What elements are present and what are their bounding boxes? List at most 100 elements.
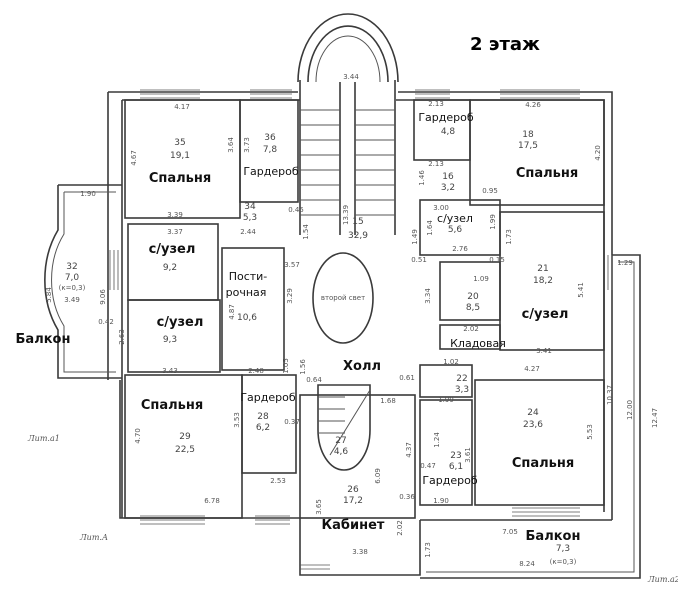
- dimension: 4.87: [228, 304, 236, 320]
- lit-label: Лит.а1: [27, 434, 60, 443]
- dimension: 1.09: [473, 275, 489, 283]
- dimension: 3.73: [243, 137, 251, 153]
- room-area: 4,8: [441, 127, 456, 137]
- room-area: 9,3: [163, 335, 177, 345]
- dimension: 2.48: [248, 367, 264, 375]
- room-label: с/узел: [437, 212, 473, 225]
- dimension: 2.13: [428, 100, 444, 108]
- dimension: 0.36: [399, 493, 415, 501]
- dimension: 3.57: [284, 261, 300, 269]
- room-number: 34: [244, 202, 256, 212]
- room-coef: (к=0,3): [550, 558, 577, 566]
- dimension: 1.90: [433, 497, 449, 505]
- room-area: 5,6: [448, 225, 463, 235]
- room-number: 32: [66, 262, 77, 272]
- dimension: 1.29: [617, 259, 633, 267]
- room-label: с/узел: [522, 307, 569, 322]
- room-number: 24: [527, 408, 539, 418]
- room-number: 29: [179, 432, 191, 442]
- dimension: 0.51: [411, 256, 427, 264]
- room-label: Кладовая: [450, 337, 506, 350]
- dimension: 1.02: [443, 358, 459, 366]
- room-area: 3,2: [441, 183, 455, 193]
- room-area: 17,5: [518, 141, 538, 151]
- dimension: 3.41: [536, 347, 552, 355]
- room-label: второй свет: [321, 294, 365, 302]
- dimension: 0.15: [489, 256, 505, 264]
- room-label: Гардероб: [243, 165, 299, 178]
- room-area: 8,5: [466, 303, 480, 313]
- room-label: Кабинет: [322, 518, 385, 533]
- second-light-void: [312, 252, 374, 344]
- dimension: 3.29: [286, 288, 294, 304]
- dimension: 3.65: [315, 499, 323, 515]
- dimension: 1.99: [438, 396, 454, 404]
- dimension: 2.02: [396, 520, 404, 536]
- room-area: 7,0: [65, 273, 80, 283]
- dimension: 2.53: [270, 477, 286, 485]
- dimension: 3.64: [227, 137, 235, 153]
- room-area: 23,6: [523, 420, 543, 430]
- dimension: 1.24: [433, 432, 441, 448]
- dimension: 1.56: [299, 359, 307, 375]
- room-label: Спальня: [516, 166, 578, 181]
- dimension: 3.44: [343, 73, 359, 81]
- room-label: с/узел: [157, 315, 204, 330]
- room-number: 26: [347, 485, 359, 495]
- room-label: Спальня: [512, 456, 574, 471]
- dimension: 0.64: [306, 376, 322, 384]
- room-coef: (к=0,3): [59, 284, 86, 292]
- room-number: 18: [522, 130, 534, 140]
- dimension: 3.43: [162, 367, 178, 375]
- dimension: 0.47: [420, 462, 436, 470]
- dimension: 4.17: [174, 103, 190, 111]
- dimension: 2.13: [428, 160, 444, 168]
- dimension: 6.78: [204, 497, 220, 505]
- dimension: 3.53: [233, 412, 241, 428]
- dimension: 3.61: [464, 447, 472, 463]
- dimension: 9.06: [99, 289, 107, 305]
- dimension: 12.47: [651, 408, 659, 428]
- dimension: 1.64: [426, 220, 434, 236]
- dimension: 5.41: [577, 282, 585, 298]
- dimension: 10.37: [606, 385, 614, 405]
- dimension: 7.05: [502, 528, 518, 536]
- room-area: 5,3: [243, 213, 257, 223]
- room-number: 23: [450, 451, 461, 461]
- dimension: 1.68: [380, 397, 396, 405]
- dimension: 4.20: [594, 145, 602, 161]
- room-area: 18,2: [533, 276, 553, 286]
- room-area: 6,2: [256, 423, 270, 433]
- room-label: Гардероб: [240, 391, 296, 404]
- room-area: 4,6: [334, 447, 349, 457]
- dimension: 1.99: [489, 214, 497, 230]
- dimension: 2.76: [452, 245, 468, 253]
- dimension: 3.34: [424, 288, 432, 304]
- dimension: 3.49: [64, 296, 80, 304]
- dimension: 0.45: [288, 206, 304, 214]
- walls: [44, 13, 641, 579]
- dimension: 4.26: [525, 101, 541, 109]
- dimension: 0.61: [399, 374, 415, 382]
- dimension: 5.84: [45, 287, 53, 303]
- room-number: 15: [352, 217, 363, 227]
- dimension: 1.90: [80, 190, 96, 198]
- room-area: 32,9: [348, 231, 368, 241]
- dimension: 3.37: [167, 228, 183, 236]
- dimension: 12.00: [626, 400, 634, 420]
- room-label: рочная: [226, 286, 267, 299]
- room-labels: 35 19,1 Спальня 36 7,8 Гардероб Гардероб…: [16, 111, 678, 584]
- dimension: 13.39: [342, 205, 350, 225]
- dimension: 1.05: [282, 358, 290, 374]
- dimension: 4.70: [134, 428, 142, 444]
- dimension: 2.63: [118, 329, 126, 345]
- dimension: 2.02: [463, 325, 479, 333]
- room-number: 21: [537, 264, 548, 274]
- dimension: 3.00: [433, 204, 449, 212]
- room-label: Спальня: [149, 171, 211, 186]
- room-label: Балкон: [16, 332, 71, 347]
- dimension: 0.95: [482, 187, 498, 195]
- dimension: 2.44: [240, 228, 256, 236]
- room-area: 10,6: [237, 313, 257, 323]
